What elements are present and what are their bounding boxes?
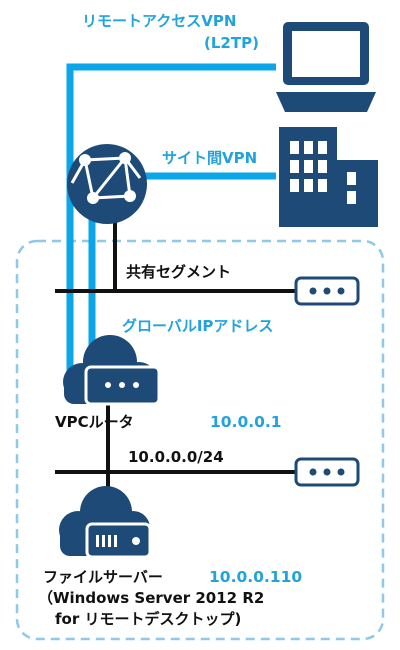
vpc-router-ip: 10.0.0.1	[210, 413, 282, 431]
file-server-label: ファイルサーバー	[43, 568, 163, 586]
remote-vpn-protocol: (L2TP)	[204, 34, 259, 52]
site-vpn-label: サイト間VPN	[162, 149, 257, 167]
subnet-label: 10.0.0.0/24	[128, 448, 224, 466]
building-icon	[279, 127, 378, 227]
switch-icon-shared	[294, 276, 360, 306]
cloud-router-icon	[63, 335, 161, 406]
shared-segment-label: 共有セグメント	[126, 263, 231, 281]
file-server-os: （Windows Server 2012 R2	[38, 589, 264, 607]
cloud-zone-boundary	[15, 239, 385, 641]
file-server-purpose: for リモートデスクトップ)	[55, 610, 241, 628]
globe-network-icon	[67, 144, 147, 224]
remote-vpn-label: リモートアクセスVPN	[82, 12, 236, 30]
file-server-ip: 10.0.0.110	[209, 568, 302, 586]
vpc-router-label: VPCルータ	[55, 413, 134, 431]
global-ip-label: グローバルIPアドレス	[122, 317, 273, 335]
remote-vpn-line	[66, 63, 276, 372]
switch-icon-subnet	[294, 457, 360, 487]
laptop-icon	[276, 22, 376, 112]
cloud-server-icon	[59, 486, 152, 559]
